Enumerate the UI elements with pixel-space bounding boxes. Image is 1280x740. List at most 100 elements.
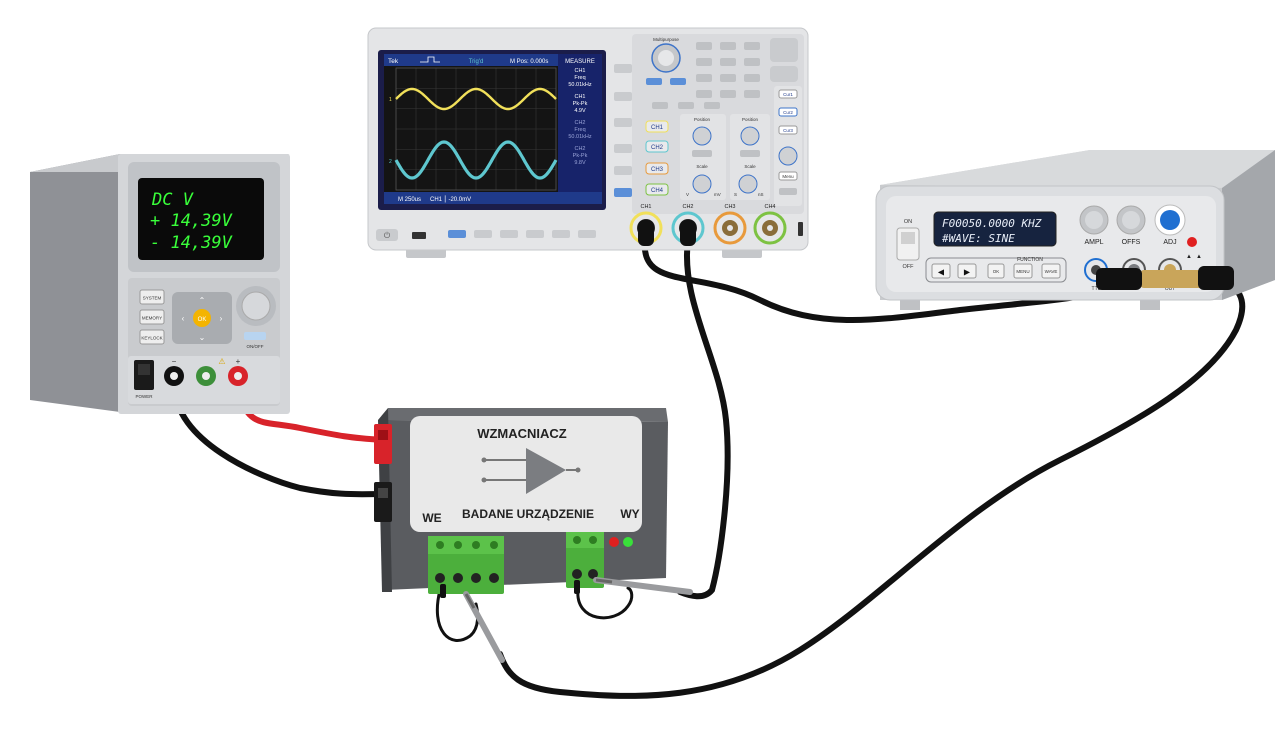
scope-bottom-keys[interactable] xyxy=(448,230,596,238)
amplifier-title: WZMACNIACZ xyxy=(477,426,567,441)
bnc-ch4-label: CH4 xyxy=(764,204,775,210)
svg-text:CH2: CH2 xyxy=(574,120,585,126)
scope-channel-buttons[interactable]: CH1 CH2 CH3 CH4 xyxy=(645,120,669,196)
svg-text:POWER: POWER xyxy=(135,394,153,399)
scope-menu-button[interactable]: Menu xyxy=(778,171,798,181)
amplifier-input-label: WE xyxy=(422,511,441,525)
psu-system-button[interactable]: SYSTEM xyxy=(139,289,165,305)
ampl-knob[interactable] xyxy=(1079,205,1109,235)
amplifier-red-led xyxy=(609,537,619,547)
gen-wave-button[interactable]: WAVE xyxy=(1041,263,1061,279)
vertical-scale-knob[interactable] xyxy=(692,174,712,194)
up-triangle-icon: ▲ xyxy=(1186,254,1192,260)
horizontal-scale-knob[interactable] xyxy=(738,174,758,194)
horizontal-scale-label: Scale xyxy=(744,164,756,169)
svg-text:CH4: CH4 xyxy=(651,188,664,194)
ch2-probe-plug xyxy=(680,220,696,246)
svg-text:MEMORY: MEMORY xyxy=(142,316,162,321)
ch2-trace xyxy=(394,140,558,180)
horizontal-position-label: Position xyxy=(742,117,759,122)
ch2-marker: 2 xyxy=(389,159,392,165)
psu-minus-label: − xyxy=(172,357,177,366)
gen-power-switch[interactable] xyxy=(896,227,920,261)
left-triangle-icon: ◀ xyxy=(938,268,945,277)
psu-keylock-button[interactable]: KEYLOCK xyxy=(139,329,165,345)
measure-item-1: CH1 Freq 50.01kHz xyxy=(568,68,591,88)
svg-text:Freq: Freq xyxy=(574,127,585,133)
scope-side-keys[interactable] xyxy=(614,64,632,197)
psu-display xyxy=(138,178,264,260)
amplifier-red-power-connector[interactable] xyxy=(374,424,392,464)
psu-onoff-button[interactable]: ON/OFF xyxy=(244,332,266,349)
amplifier-input-terminal-block[interactable] xyxy=(428,536,504,594)
bnc-ch4-input[interactable] xyxy=(753,211,787,245)
gen-menu-button[interactable]: MENU xyxy=(1013,263,1033,279)
vertical-position-knob[interactable] xyxy=(692,126,712,146)
usb-port xyxy=(412,232,426,239)
output-probe xyxy=(574,577,693,595)
up-arrow-icon: ⌃ xyxy=(199,296,206,305)
multipurpose-label: Multipurpose xyxy=(653,37,679,42)
black-supply-wire xyxy=(171,381,387,498)
amplifier-green-led xyxy=(623,537,633,547)
wy-ground-loop xyxy=(576,586,634,620)
psu-plus-label: + xyxy=(236,357,241,366)
svg-text:CH1: CH1 xyxy=(574,68,585,74)
measure-item-2: CH1 Pk-Pk 4.9V xyxy=(573,94,588,114)
svg-text:Pk-Pk: Pk-Pk xyxy=(573,153,588,159)
amplifier-black-power-connector[interactable] xyxy=(374,482,392,522)
gen-ok-button[interactable]: OK xyxy=(987,263,1005,279)
ch1-marker: 1 xyxy=(389,97,392,103)
amplifier-symbol-icon xyxy=(481,448,581,494)
psu-ground-terminal[interactable] xyxy=(196,366,216,386)
svg-text:CH2: CH2 xyxy=(651,145,664,151)
scope-trigger-knob[interactable] xyxy=(778,146,798,166)
amplifier-output-label: WY xyxy=(620,507,639,521)
horizontal-position-knob[interactable] xyxy=(740,126,760,146)
up-triangle-icon-2: ▲ xyxy=(1196,254,1202,260)
gen-display-line1: F00050.0000 KHZ xyxy=(942,217,1042,230)
generator-output-cable xyxy=(497,277,1246,699)
power-supply: DC V + 14,39V - 14,39V SYSTEM MEMORY KEY… xyxy=(30,154,290,414)
scope-nav-buttons[interactable] xyxy=(646,78,686,85)
input-probe xyxy=(440,584,505,663)
psu-negative-terminal[interactable] xyxy=(164,366,184,386)
scope-function-keys[interactable] xyxy=(652,42,760,109)
bnc-plug-left xyxy=(1096,268,1142,290)
scope-power-button[interactable]: ⏻ xyxy=(376,229,398,241)
function-generator: ON OFF F00050.0000 KHZ #WAVE: SINE AMPL … xyxy=(875,150,1275,310)
scope-cursor-buttons[interactable]: Cur1 Cur2 Cur3 xyxy=(778,89,798,135)
svg-text:OK: OK xyxy=(198,317,207,323)
psu-positive-terminal[interactable] xyxy=(228,366,248,386)
bnc-ch3-input[interactable] xyxy=(713,211,747,245)
psu-rotary-knob[interactable] xyxy=(236,286,276,326)
probe-comp-terminal xyxy=(798,222,803,236)
psu-navigation-pad[interactable]: OK ⌃ ⌄ ‹ › xyxy=(172,292,232,344)
out-label: OUT xyxy=(1165,286,1176,292)
amplifier-output-terminal-block[interactable] xyxy=(566,532,604,588)
svg-text:ON/OFF: ON/OFF xyxy=(247,344,264,349)
bnc-ch1-label: CH1 xyxy=(640,204,651,210)
adj-knob[interactable] xyxy=(1154,204,1186,236)
unit-ns-label: nS xyxy=(758,192,764,197)
svg-text:CH2: CH2 xyxy=(574,146,585,152)
adj-label: ADJ xyxy=(1163,239,1176,246)
scope-ch1-info: CH1 ⎮ -20.0mV xyxy=(430,195,471,203)
psu-power-switch[interactable]: POWER xyxy=(134,360,154,399)
left-arrow-icon: ‹ xyxy=(182,314,185,323)
svg-text:SYSTEM: SYSTEM xyxy=(143,296,162,301)
ch1-trace xyxy=(395,87,557,111)
psu-memory-button[interactable]: MEMORY xyxy=(139,309,165,325)
warning-icon: ⚠ xyxy=(218,357,225,366)
vertical-scale-label: Scale xyxy=(696,164,708,169)
multipurpose-knob[interactable] xyxy=(651,43,681,73)
gen-right-button[interactable]: ▶ xyxy=(957,263,977,279)
scope-top-right-keys[interactable] xyxy=(770,38,798,82)
amplifier-subtitle: BADANE URZĄDZENIE xyxy=(462,507,594,521)
bnc-plug-right xyxy=(1198,266,1234,290)
offs-knob[interactable] xyxy=(1116,205,1146,235)
unit-v-label: V xyxy=(686,192,689,197)
vertical-position-label: Position xyxy=(694,117,711,122)
gen-left-button[interactable]: ◀ xyxy=(931,263,951,279)
svg-text:9.8V: 9.8V xyxy=(574,160,586,166)
